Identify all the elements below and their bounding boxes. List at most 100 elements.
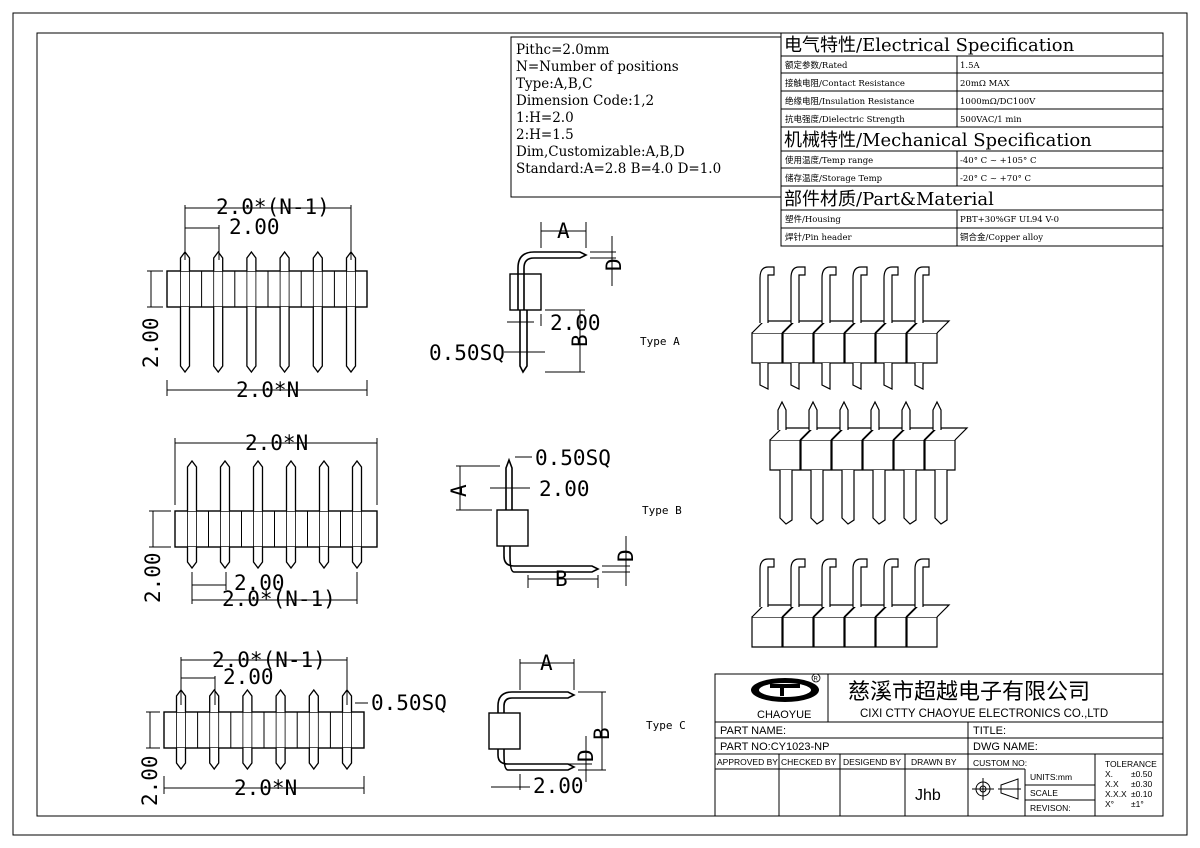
housing-top [875,604,920,618]
housing-face [862,439,894,471]
note-line: Pithc=2.0mm [516,42,610,58]
dim-pitch: 2.00 [229,215,280,239]
projection-symbol-icon [972,778,1021,800]
dim-a: A [447,484,471,497]
pin-top [285,459,297,511]
note-line: Type:A,B,C [516,76,592,92]
housing-face [751,332,783,364]
spec-value: 20mΩ MAX [960,79,1010,89]
dim-pitch: 2.00 [550,311,601,335]
housing-face [875,332,907,364]
outer-border [12,12,1188,836]
note-line: Standard:A=2.8 B=4.0 D=1.0 [516,161,721,177]
housing-top [893,427,938,441]
inner-border [36,32,1164,817]
front-view-type-b: 2.0*N 2.00 2.00 2.0*(N-1) [141,431,378,611]
part-name-label: PART NAME: [720,725,786,737]
housing-top [751,604,796,618]
housing-top [906,604,951,618]
checked-by-label: CHECKED BY [781,757,837,767]
pin-top [186,459,198,511]
pin-bottom [246,307,257,374]
pin-straight [777,400,787,430]
pin-straight [932,400,942,430]
pin-straight [901,400,911,430]
spec-label: 抗电强度/Dielectric Strength [785,114,905,125]
housing-top [906,320,951,334]
dim-total: 2.0*N [236,378,299,402]
tolerance-value: ±0.50 [1131,769,1152,779]
housing-face [831,439,863,471]
pin-top [279,250,290,271]
note-line: 1:H=2.0 [516,110,574,126]
spec-label: 接触电阻/Contact Resistance [785,78,905,89]
housing-top [782,320,827,334]
dim-pitch: 2.00 [533,774,584,798]
housing-face [844,332,876,364]
pin-bottom [186,547,198,570]
pin-bent [821,266,837,323]
housing-top [782,604,827,618]
housing-face [924,439,956,471]
housing-face [782,332,814,364]
pin-bent [790,558,806,607]
pin-long [903,470,917,525]
units-label: UNITS:mm [1030,772,1072,782]
front-view-type-c: 2.0*(N-1) 2.00 0.50SQ 2.00 2.0*N [138,648,447,806]
material-title: 部件材质/Part&Material [784,189,994,210]
dim-a: A [540,651,553,675]
scale-label: SCALE [1030,788,1058,798]
front-view-type-a: 2.0*(N-1) 2.00 2.00 2.0*N [139,195,368,402]
dim-height: 2.00 [139,317,163,368]
pin-bottom [318,547,330,570]
spec-value: -20° C ~ +70° C [960,174,1031,184]
note-line: N=Number of positions [516,59,679,75]
dim-d: D [602,258,626,271]
pin-bent [790,266,806,323]
dim-total: 2.0*N [245,431,308,455]
dim-sq: 0.50SQ [429,341,505,365]
pin-bottom [209,748,220,771]
company-name-cn: 慈溪市超越电子有限公司 [848,680,1090,705]
pin-bottom [308,748,319,771]
pin-bent [852,558,868,607]
note-line: 2:H=1.5 [516,127,574,143]
pin-long [841,470,855,525]
housing-top [800,427,845,441]
chaoyue-logo: R [751,673,821,702]
pin-bottom [179,307,191,374]
pin-top [209,688,220,712]
pin-bottom [219,547,231,570]
dim-pitch-n1: 2.0*(N-1) [212,648,326,672]
pin-long [810,470,824,525]
pin-bent [914,558,930,607]
mechanical-title: 机械特性/Mechanical Specification [784,130,1092,151]
pin-straight [759,363,769,390]
dim-pitch: 2.00 [223,665,274,689]
housing-face [769,439,801,471]
approved-by-label: APPROVED BY [717,757,778,767]
pin-straight [790,363,800,390]
housing-face [906,332,938,364]
dim-sq: 0.50SQ [535,446,611,470]
spec-table: 电气特性/Electrical Specification 额定参数/Rated… [780,32,1164,247]
isometric-view-type-b [769,400,969,525]
pin-bottom [275,748,286,771]
spec-label: 绝缘电阻/Insulation Resistance [785,96,914,107]
dim-d: D [614,549,638,562]
drawn-by-value: Jhb [915,787,941,804]
housing-top [862,427,907,441]
dim-height: 2.00 [141,552,165,603]
pin-bent [759,558,775,607]
housing-face [893,439,925,471]
pin-straight [852,363,862,390]
spec-label: 塑件/Housing [785,214,841,225]
isometric-view-type-c [751,558,951,648]
drawn-by-label: DRAWN BY [911,757,957,767]
logo-text: CHAOYUE [757,709,811,721]
pin-top [318,459,330,511]
spec-label: 额定参数/Rated [785,60,848,71]
housing-face [751,616,783,648]
spec-label: 使用温度/Temp range [785,155,873,166]
